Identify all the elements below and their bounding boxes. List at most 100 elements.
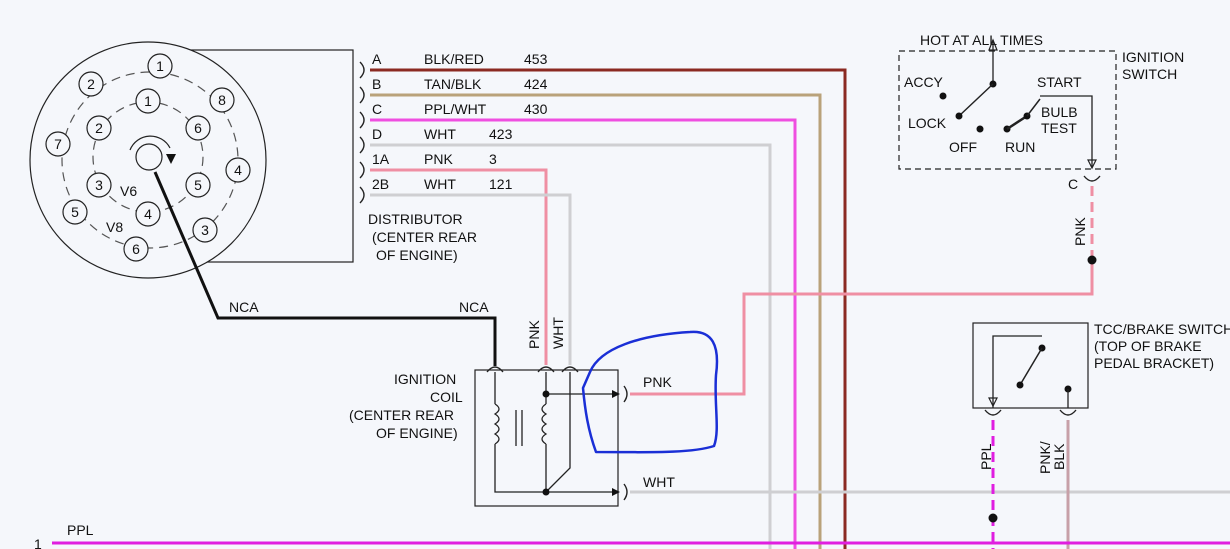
inner-terminal (86, 172, 112, 198)
connector-circuit: 430 (524, 101, 548, 117)
nca-label-left: NCA (229, 299, 259, 315)
coil-terminal-mid (537, 366, 555, 373)
outer-terminal (147, 53, 173, 79)
outer-terminal-label: 5 (71, 204, 79, 220)
wire-d-wht (370, 143, 772, 549)
outer-terminal (123, 236, 149, 262)
tcc-title-line2: (TOP OF BRAKE (1094, 338, 1202, 354)
tcc-title-line1: TCC/BRAKE SWITCH (1094, 321, 1230, 337)
tcc-left-line (992, 335, 1042, 408)
connector-bracket (359, 61, 365, 79)
connector-color: WHT (424, 126, 456, 142)
bus-ppl-label: PPL (67, 522, 94, 538)
coil-label-line3: (CENTER REAR (349, 407, 454, 423)
coil-junction-top (542, 390, 550, 398)
wire-1a-pnk (370, 168, 548, 365)
v8-label: V8 (106, 219, 123, 235)
connector-color: PNK (424, 151, 453, 167)
bottom-bus: 1 PPL (34, 522, 1230, 549)
coil-label-line2: COIL (430, 389, 463, 405)
connector-circuit: 3 (489, 151, 497, 167)
wire-c-ppl-wht (370, 118, 797, 549)
outer-terminal (45, 131, 71, 157)
primary-winding (493, 403, 546, 493)
connector-pin: A (372, 51, 382, 67)
connector-bracket (359, 86, 365, 104)
ignition-switch-title-line1: IGNITION (1122, 49, 1184, 65)
run-label: RUN (1005, 139, 1035, 155)
terminal-c-connector (1083, 175, 1101, 182)
outer-terminal-label: 3 (201, 222, 209, 238)
run-blade (1006, 114, 1028, 131)
wht-out-label: WHT (643, 474, 675, 490)
inner-terminal (86, 115, 112, 141)
inner-terminal-label: 6 (194, 120, 202, 136)
tcc-pnk-blk-label-1: PNK/ (1037, 441, 1053, 474)
tcc-brake-switch: TCC/BRAKE SWITCH (TOP OF BRAKE PEDAL BRA… (972, 321, 1230, 549)
outer-terminal (209, 87, 235, 113)
distributor-label-line3: OF ENGINE) (376, 247, 458, 263)
connector-pin: D (372, 126, 382, 142)
coil-terminal-right (561, 366, 579, 373)
tcc-right-terminal (1059, 409, 1077, 416)
bulb-label: BULB (1041, 104, 1078, 120)
wht-out-connector (623, 483, 628, 501)
connector-pin: C (372, 101, 382, 117)
coil-housing (474, 369, 619, 507)
lock-blade (958, 83, 994, 117)
tcc-left-terminal (984, 409, 1002, 416)
outer-terminal-label: 8 (218, 92, 226, 108)
connector-circuit: 121 (489, 176, 513, 192)
start-blade (1026, 98, 1041, 117)
outer-terminal-label: 7 (54, 136, 62, 152)
connector-circuit: 424 (524, 76, 548, 92)
nca-wire-path (153, 171, 497, 366)
inner-terminal-label: 1 (144, 93, 152, 109)
outer-terminal-label: 2 (87, 76, 95, 92)
connector-pin: B (372, 76, 381, 92)
connector-pin: 2B (372, 176, 389, 192)
connector-circuit: 453 (524, 51, 548, 67)
pnk-out-label: PNK (643, 374, 672, 390)
accy-contact (939, 92, 947, 100)
tcc-ppl-label: PPL (978, 443, 994, 470)
lock-label: LOCK (908, 115, 947, 131)
accy-label: ACCY (904, 74, 944, 90)
terminal-c-label: C (1068, 176, 1078, 192)
connector-color: BLK/RED (424, 51, 484, 67)
off-contact (976, 125, 984, 133)
inner-terminal-label: 5 (194, 177, 202, 193)
connector-color: TAN/BLK (424, 76, 482, 92)
connector-bracket (359, 161, 365, 179)
tcc-blade (1019, 347, 1043, 386)
coil-label-line4: OF ENGINE) (376, 425, 458, 441)
ignition-coil: IGNITION COIL (CENTER REAR OF ENGINE) (349, 366, 620, 507)
connector-circuit: 423 (489, 126, 513, 142)
secondary-winding (541, 403, 612, 493)
outer-terminal-label: 6 (132, 241, 140, 257)
inner-terminal (185, 172, 211, 198)
wire-a-blk-red (370, 68, 847, 549)
inner-terminal (185, 115, 211, 141)
connector-bracket (359, 136, 365, 154)
ppl-splice-dot (988, 513, 998, 523)
pnk-splice-dot (1087, 255, 1097, 265)
connector-pin: 1A (372, 151, 390, 167)
ignition-pnk-vertical-label: PNK (1072, 217, 1088, 246)
outer-terminal (78, 71, 104, 97)
pnk-out-wire (630, 260, 1094, 396)
connector-color: PPL/WHT (424, 101, 487, 117)
outer-terminal-label: 1 (156, 58, 164, 74)
distributor-label-line1: DISTRIBUTOR (368, 211, 463, 227)
coil-outputs: PNK WHT (623, 260, 1230, 501)
tcc-title-line3: PEDAL BRACKET) (1094, 355, 1214, 371)
hot-at-all-times-label: HOT AT ALL TIMES (920, 32, 1043, 48)
coil-internal-right (545, 372, 571, 493)
tach-arrow-icon (612, 390, 620, 398)
wht-arrow-icon (612, 488, 620, 496)
ignition-switch-box (898, 50, 1117, 170)
